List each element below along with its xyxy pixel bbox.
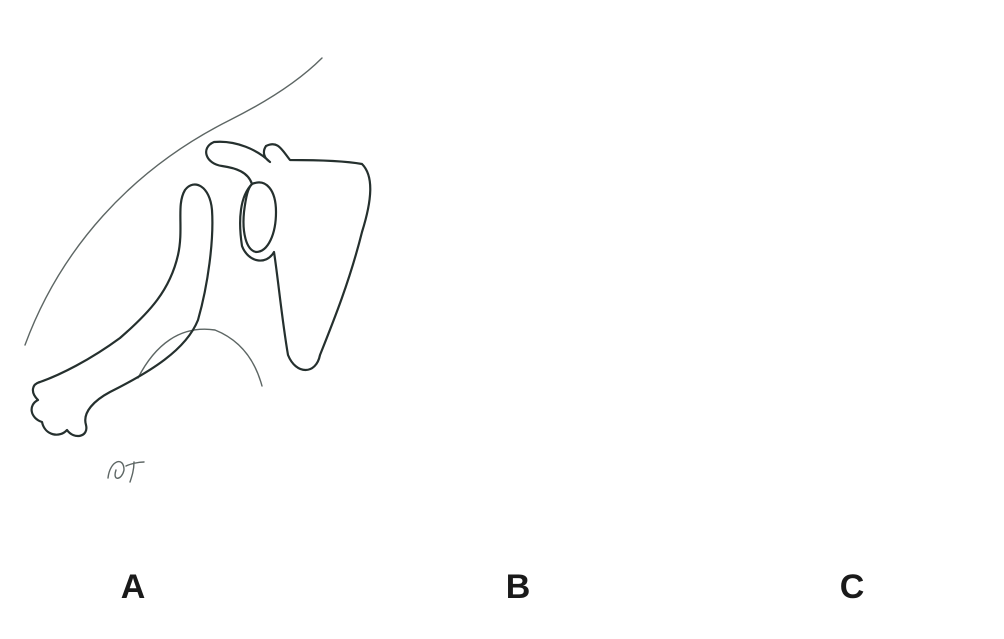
artist-signature [107,460,145,483]
scapula-outline [205,140,372,372]
panel-label-c: C [839,568,865,606]
panel-a-drawing [24,57,372,483]
panel-label-b: B [505,568,531,606]
panel-label-a: A [120,568,146,606]
humerus-outline [30,183,214,438]
